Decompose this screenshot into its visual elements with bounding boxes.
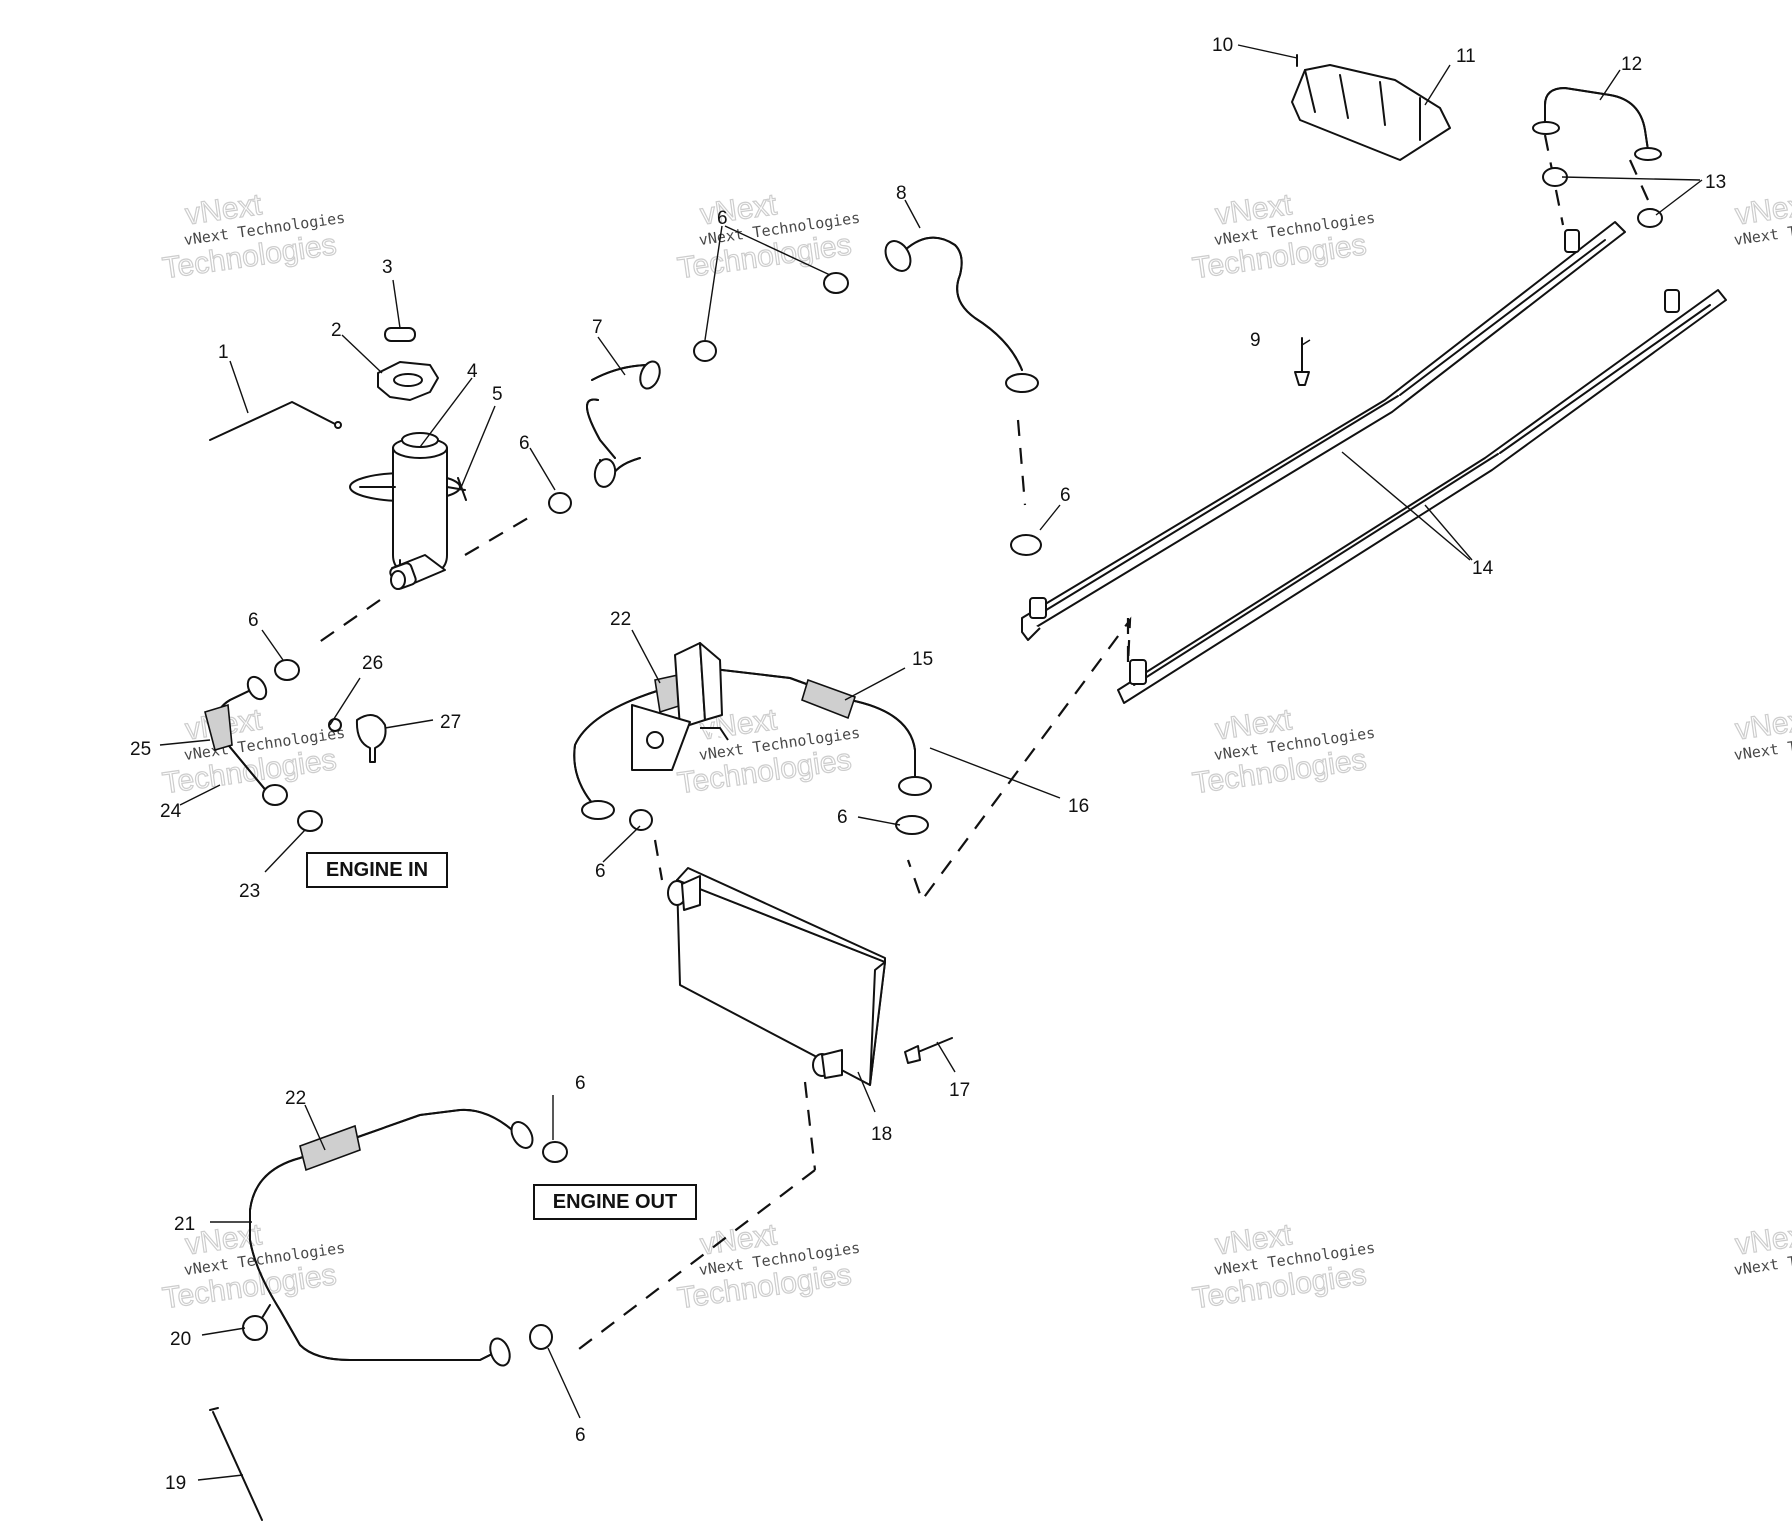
callout-5: 5	[492, 384, 503, 405]
callout-8: 8	[896, 183, 907, 204]
callout-6: 6	[575, 1425, 586, 1446]
callout-2: 2	[331, 320, 342, 341]
part-19-tie-strap	[209, 1407, 263, 1521]
callout-27: 27	[440, 712, 461, 733]
callout-4: 4	[467, 361, 478, 382]
callout-7: 7	[592, 317, 603, 338]
callout-22: 22	[285, 1088, 306, 1109]
part-7-elbow-hose	[586, 360, 661, 488]
callout-6: 6	[1060, 485, 1071, 506]
callout-23: 23	[239, 881, 260, 902]
callout-16: 16	[1068, 796, 1089, 817]
callout-18: 18	[871, 1124, 892, 1145]
part-12-u-hose	[1532, 87, 1662, 161]
part-6-clamps	[274, 272, 1042, 1350]
callout-22: 22	[610, 609, 631, 630]
part-23-27-engine-in-hose	[204, 675, 387, 832]
part-3-gasket	[384, 327, 416, 342]
callout-numbers: 1 2 3 4 5 6 7 6 8 9 10 11 12 13 14 6 6 2…	[130, 35, 1726, 1494]
callout-11: 11	[1456, 46, 1476, 67]
callout-6: 6	[837, 807, 848, 828]
part-21-22-engine-out-hose	[249, 1108, 534, 1367]
part-18-exchanger-plate	[667, 867, 886, 1086]
part-8-s-hose	[884, 236, 1039, 393]
part-1-rod	[209, 401, 342, 441]
callout-10: 10	[1212, 35, 1233, 56]
assembly-dashed-lines	[314, 134, 1650, 1353]
callout-6: 6	[575, 1073, 586, 1094]
part-17-screw	[904, 1037, 953, 1064]
callout-9: 9	[1250, 330, 1261, 351]
part-15-16-22-thermostat-assembly	[573, 642, 932, 820]
callout-6: 6	[595, 861, 606, 882]
part-9-push-rivet	[1294, 337, 1310, 386]
watermark-layer: vNext vNext Technologies Technologies vN…	[160, 188, 1792, 1316]
part-4-coolant-tank	[349, 432, 467, 590]
part-2-pressure-cap	[377, 361, 439, 401]
callout-13: 13	[1705, 172, 1726, 193]
callout-25: 25	[130, 739, 151, 760]
callout-19: 19	[165, 1473, 186, 1494]
callout-26: 26	[362, 653, 383, 674]
callout-6: 6	[717, 208, 728, 229]
callout-3: 3	[382, 257, 393, 278]
callout-14: 14	[1472, 558, 1494, 579]
callout-leaders	[159, 44, 1703, 1481]
callout-17: 17	[949, 1080, 970, 1101]
engine-in-label: ENGINE IN	[306, 852, 448, 888]
engine-out-label: ENGINE OUT	[533, 1184, 697, 1220]
callout-6: 6	[519, 433, 530, 454]
callout-24: 24	[160, 801, 182, 822]
part-11-cover	[1291, 64, 1451, 161]
callout-21: 21	[174, 1214, 195, 1235]
callout-1: 1	[218, 342, 229, 363]
part-13-clamps	[1542, 167, 1663, 228]
callout-15: 15	[912, 649, 933, 670]
callout-6: 6	[248, 610, 259, 631]
callout-12: 12	[1621, 54, 1642, 75]
part-20-clip	[242, 1304, 271, 1341]
part-14-heat-exchanger	[1021, 221, 1727, 704]
callout-20: 20	[170, 1329, 191, 1350]
